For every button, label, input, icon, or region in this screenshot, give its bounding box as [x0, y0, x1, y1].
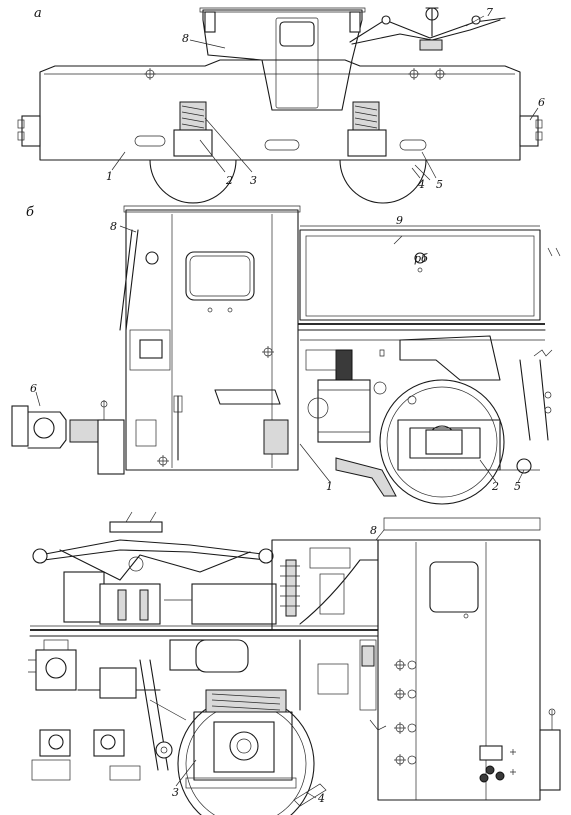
- label-b-3: 3: [172, 786, 179, 799]
- label-b-8-top: 8: [110, 220, 117, 233]
- label-b-8-bottom: 8: [370, 524, 377, 537]
- box-plate: рб: [414, 252, 428, 265]
- cab-rivet-grid: [394, 659, 417, 766]
- label-b-4: 4: [317, 792, 325, 805]
- label-a-1: 1: [106, 170, 113, 183]
- view-a-side-elevation: а: [17, 6, 545, 204]
- label-b-2: 2: [491, 480, 499, 493]
- label-a-7: 7: [486, 6, 493, 19]
- label-a-4: 4: [417, 178, 425, 191]
- label-a-3: 3: [250, 174, 257, 187]
- label-a-2: 2: [225, 174, 233, 187]
- view-a-letter: а: [34, 6, 42, 21]
- label-b-9: 9: [396, 214, 403, 227]
- view-b-lower-section: 8 3 4: [28, 511, 561, 815]
- label-b-6: 6: [30, 382, 37, 395]
- label-b-1: 1: [326, 480, 333, 493]
- view-b-upper-section: б рб: [11, 205, 561, 505]
- label-a-5: 5: [436, 178, 443, 191]
- label-b-5: 5: [514, 480, 521, 493]
- label-a-8: 8: [182, 32, 189, 45]
- label-a-6: 6: [538, 96, 545, 109]
- view-b-letter: б: [26, 205, 34, 220]
